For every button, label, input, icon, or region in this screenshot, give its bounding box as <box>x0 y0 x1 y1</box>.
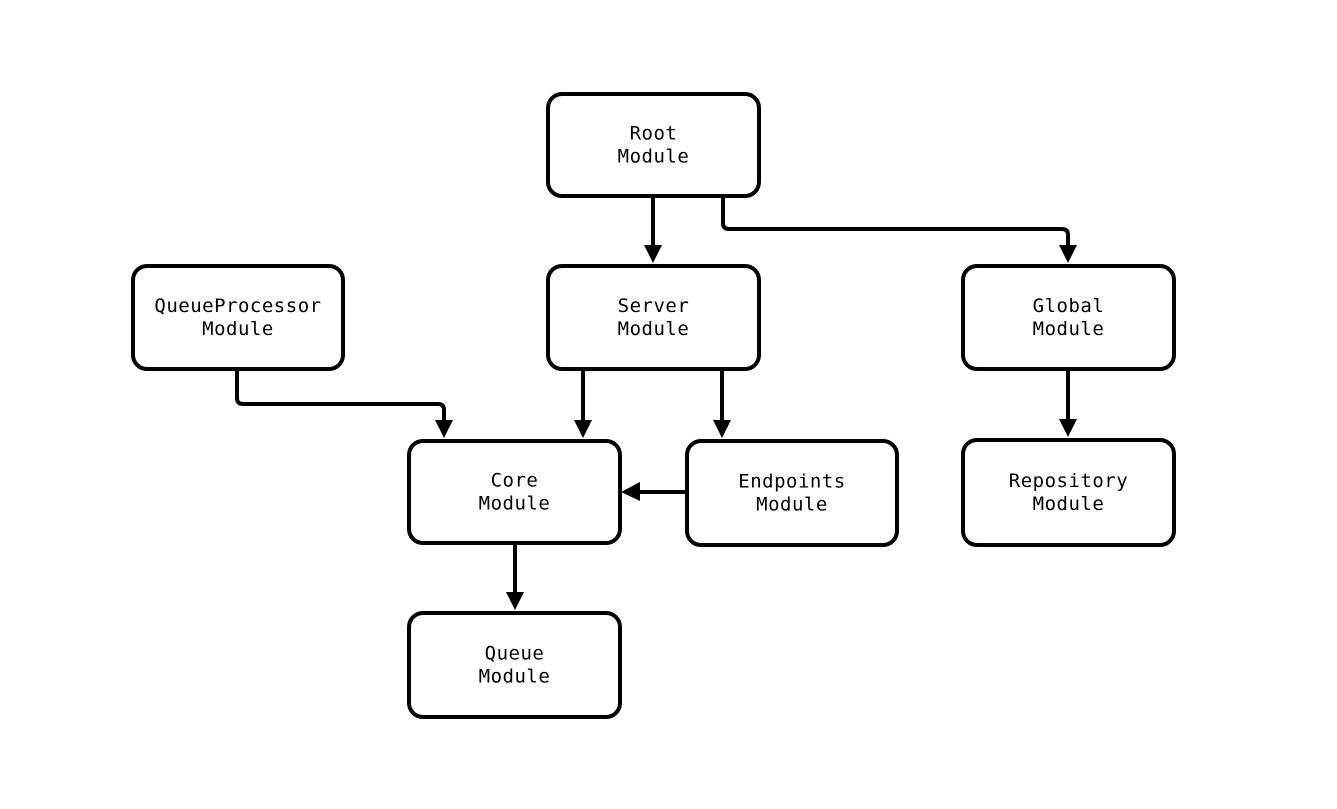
edge-line <box>235 369 446 424</box>
edge-layer <box>235 196 1077 610</box>
arrowhead-icon <box>621 482 640 501</box>
node-label-queueprocessor-line2: Module <box>202 318 274 340</box>
node-label-server-line1: Server <box>618 295 690 317</box>
node-label-core-line2: Module <box>479 493 551 515</box>
node-label-server-line2: Module <box>618 318 690 340</box>
node-label-endpoints-line1: Endpoints <box>738 471 845 493</box>
node-box-root[interactable] <box>546 92 761 198</box>
node-label-repository-line2: Module <box>1033 493 1105 515</box>
edge-line <box>721 196 1070 249</box>
arrowhead-icon <box>1059 245 1077 263</box>
node-box-endpoints[interactable] <box>685 439 899 547</box>
edge-global-to-repository <box>1059 369 1077 437</box>
node-label-root-line2: Module <box>618 146 690 168</box>
arrowhead-icon <box>435 420 453 438</box>
arrowhead-icon <box>574 420 592 438</box>
node-box-core[interactable] <box>407 439 622 545</box>
arrowhead-icon <box>713 420 731 438</box>
node-label-repository-line1: Repository <box>1009 470 1128 492</box>
arrowhead-icon <box>644 245 662 263</box>
edge-server-to-endpoints <box>713 369 731 438</box>
arrowhead-icon <box>1059 419 1077 437</box>
node-box-queueprocessor[interactable] <box>131 264 345 371</box>
edge-server-to-core <box>574 369 592 438</box>
edge-root-to-server <box>644 196 662 263</box>
node-layer: RootModuleQueueProcessorModuleServerModu… <box>131 92 1176 719</box>
node-label-queue-line1: Queue <box>485 643 545 665</box>
edge-queueprocessor-to-core <box>235 369 453 438</box>
node-label-global-line1: Global <box>1033 295 1105 317</box>
node-label-queue-line2: Module <box>479 666 551 688</box>
node-box-server[interactable] <box>546 264 761 371</box>
edge-root-to-global <box>721 196 1077 263</box>
node-label-queueprocessor-line1: QueueProcessor <box>154 295 321 317</box>
node-box-queue[interactable] <box>407 611 622 719</box>
node-label-core-line1: Core <box>491 470 539 492</box>
node-label-global-line2: Module <box>1033 318 1105 340</box>
node-box-global[interactable] <box>961 264 1176 371</box>
node-label-endpoints-line2: Module <box>756 494 828 516</box>
edge-endpoints-to-core <box>621 482 687 501</box>
arrowhead-icon <box>506 592 524 610</box>
edge-core-to-queue <box>506 543 524 610</box>
node-label-root-line1: Root <box>630 123 678 145</box>
node-box-repository[interactable] <box>961 438 1176 547</box>
